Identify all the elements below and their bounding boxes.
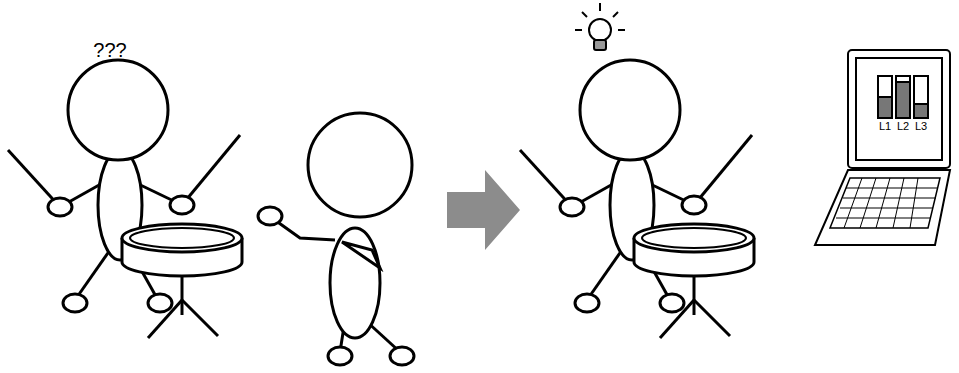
bulb-glass: [589, 19, 611, 41]
laptop-screen: [856, 58, 942, 160]
foot: [390, 347, 414, 365]
keyboard: [830, 178, 940, 228]
laptop-base: [815, 170, 950, 245]
bar-label: L3: [915, 121, 927, 132]
keyboard-grid: [836, 178, 938, 228]
lightbulb: [575, 3, 625, 50]
foot: [328, 347, 352, 365]
hand: [258, 207, 282, 225]
laptop: [815, 50, 950, 245]
level-bar-fill: [914, 104, 928, 118]
confusion-mark: ???: [93, 40, 126, 60]
light-ray: [618, 29, 625, 31]
bar-label: L1: [879, 121, 891, 132]
level-bar-fill: [878, 97, 892, 118]
level-bar-fill: [896, 82, 910, 118]
level-bar-outline: [896, 76, 910, 118]
light-ray: [613, 12, 618, 17]
light-ray: [599, 3, 601, 11]
light-ray: [582, 12, 587, 17]
level-bar-outline: [914, 76, 928, 118]
enlightened-drummer: [520, 60, 754, 338]
head: [308, 113, 412, 217]
level-bar-outline: [878, 76, 892, 118]
confused-drummer: [8, 60, 242, 338]
bulb-base: [594, 40, 606, 50]
light-ray: [575, 29, 582, 31]
instructor-figure: [258, 113, 414, 365]
transition-arrow: [447, 170, 520, 250]
arm: [342, 242, 380, 268]
laptop-lid: [848, 50, 950, 168]
body: [330, 228, 380, 338]
bar-label: L2: [897, 121, 909, 132]
